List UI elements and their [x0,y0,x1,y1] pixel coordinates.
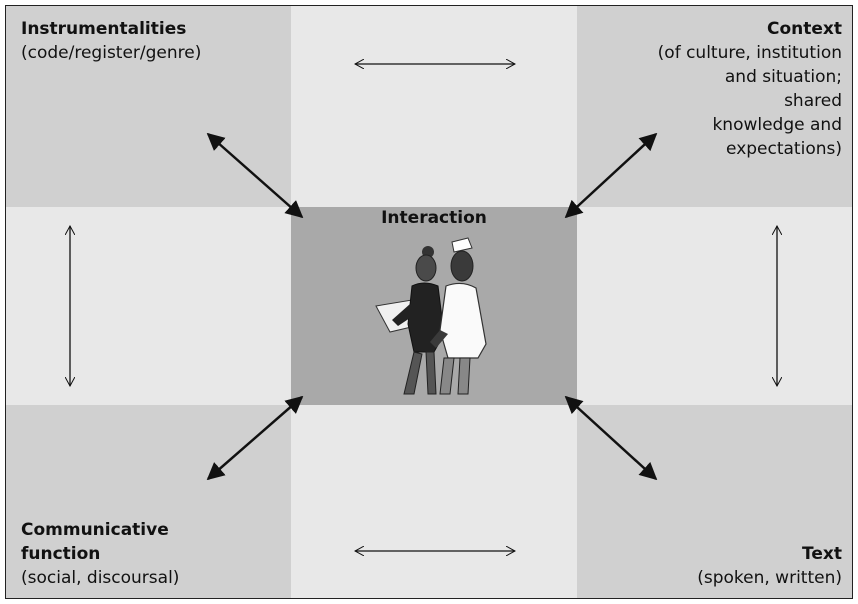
label-instrumentalities-line: (code/register/genre) [21,43,202,63]
label-context: Context (of culture, institution and sit… [658,17,842,161]
label-instrumentalities: Instrumentalities (code/register/genre) [21,17,201,65]
label-context-line: expectations) [726,139,842,159]
cell-top-center [291,6,577,207]
label-context-line: shared [784,91,842,111]
label-interaction: Interaction [381,208,487,228]
arrow-instrumentalities-interaction [206,132,304,219]
arrow-context-interaction [564,132,658,219]
cell-bottom-center [291,405,577,598]
two-figures-reading-document-icon [375,237,487,395]
label-context-line: knowledge and [712,115,842,135]
cell-mid-right [577,207,852,405]
label-communicative-function-title: Communicative [21,520,169,540]
label-communicative-function-title: function [21,544,101,564]
label-instrumentalities-title: Instrumentalities [21,19,187,39]
label-text: Text (spoken, written) [697,542,842,590]
label-communicative-function: Communicative function (social, discours… [21,518,179,590]
label-communicative-function-line: (social, discoursal) [21,568,180,588]
diagram: Instrumentalities (code/register/genre) … [5,5,853,599]
label-context-title: Context [766,19,842,39]
label-context-line: (of culture, institution [657,43,842,63]
label-text-line: (spoken, written) [697,568,842,588]
label-text-title: Text [802,544,842,564]
arrows-layer [6,6,853,599]
label-context-line: and situation; [724,67,842,87]
arrow-communicative-function-interaction [206,395,304,481]
cell-mid-left [6,207,291,405]
arrow-text-interaction [564,395,658,481]
